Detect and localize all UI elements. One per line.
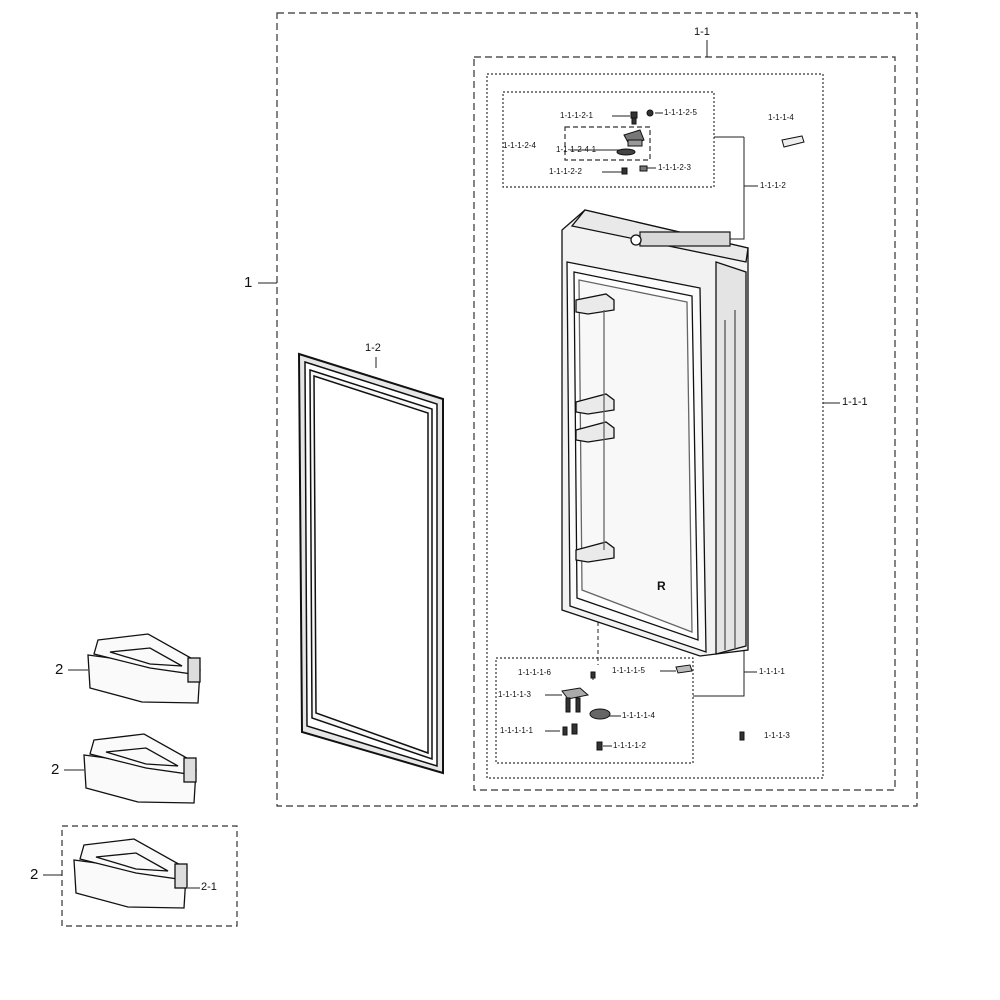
- callout-2-1: 2-1: [201, 881, 217, 893]
- group-box-2-1: [61, 825, 238, 927]
- door-stopper-parts-1-1-1-1: [561, 664, 745, 751]
- callout-2-middle: 2: [51, 761, 60, 778]
- callout-1-1-1-1: 1-1-1-1: [759, 667, 785, 676]
- callout-1-1-1-1-4: 1-1-1-1-4: [622, 711, 655, 720]
- group-box-1: [276, 12, 918, 807]
- door-bin-2-middle: [83, 733, 197, 804]
- door-assembly-1-1-1: [561, 209, 749, 657]
- callout-1-1: 1-1: [694, 26, 710, 38]
- callout-1-1-1-3: 1-1-1-3: [764, 731, 790, 740]
- group-box-1-1-1-1: [495, 657, 694, 764]
- callout-1-1-1-2-2: 1-1-1-2-2: [549, 167, 582, 176]
- callout-1-1-1-2-4-1: 1-1-1-2-4-1: [556, 145, 597, 154]
- group-box-1-1-1-2-4: [564, 126, 651, 161]
- door-gasket-1-2: [297, 352, 444, 775]
- callout-1-1-1-2: 1-1-1-2: [760, 181, 786, 190]
- callout-1-2: 1-2: [365, 342, 381, 354]
- group-box-1-1: [473, 56, 896, 791]
- door-side-mark: R: [657, 579, 666, 593]
- callout-2-top: 2: [55, 661, 64, 678]
- callout-1-1-1-1-1: 1-1-1-1-1: [500, 726, 533, 735]
- callout-1-1-1-2-1: 1-1-1-2-1: [560, 111, 593, 120]
- door-bin-2-bottom: [73, 838, 188, 909]
- callout-1-1-1-2-5: 1-1-1-2-5: [664, 108, 697, 117]
- door-bin-2-top: [87, 633, 201, 704]
- group-box-1-1-1: [486, 73, 824, 779]
- callout-1-1-1-1-6: 1-1-1-1-6: [518, 668, 551, 677]
- callout-1-1-1-4: 1-1-1-4: [768, 113, 794, 122]
- callout-1-1-1-1-5: 1-1-1-1-5: [612, 666, 645, 675]
- callout-1-1-1-1-2: 1-1-1-1-2: [613, 741, 646, 750]
- callout-1-1-1-1-3: 1-1-1-1-3: [498, 690, 531, 699]
- callout-1-1-1: 1-1-1: [842, 396, 868, 408]
- hinge-parts-1-1-1-2: [616, 109, 805, 175]
- callout-2-bottom: 2: [30, 866, 39, 883]
- callout-1-1-1-2-4: 1-1-1-2-4: [503, 141, 536, 150]
- callout-1: 1: [244, 274, 253, 291]
- group-box-1-1-1-2: [502, 91, 715, 188]
- callout-1-1-1-2-3: 1-1-1-2-3: [658, 163, 691, 172]
